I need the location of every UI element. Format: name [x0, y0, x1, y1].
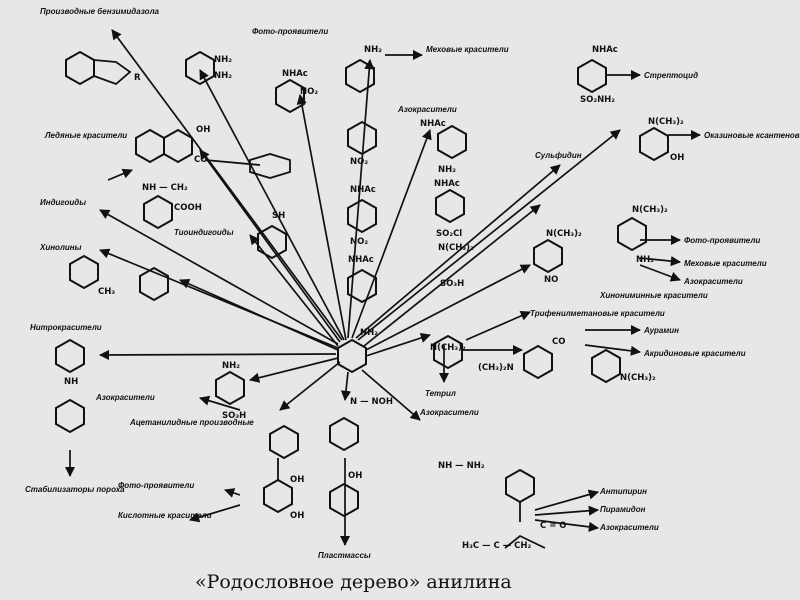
formula-oh-d: OH — [290, 511, 304, 521]
label-tetryl: Тетрил — [425, 389, 456, 398]
formula-co-b: CO — [552, 337, 565, 347]
label-azo-dyes-lower: Азокрасители — [599, 523, 659, 532]
formula-nch3-f: N(CH₃)₂ — [620, 373, 656, 383]
arrows — [64, 29, 621, 547]
label-thioindigoids: Тиоиндигоиды — [174, 228, 234, 237]
caption-text: «Родословное дерево» анилина — [195, 571, 512, 593]
label-ice-dyes: Ледяные красители — [44, 131, 127, 140]
label-photo-dev-low: Фото-проявители — [118, 481, 194, 490]
formula-oh-e: OH — [348, 471, 362, 481]
label-auramine: Аурамин — [643, 326, 679, 335]
label-triphenylmethane: Трифенилметановые красители — [530, 309, 665, 318]
formula-nh2-e: NH₂ — [636, 255, 654, 265]
label-photo-dev-right: Фото-проявители — [684, 236, 760, 245]
formula-h3c: H₃C — C — CH₂ — [462, 541, 532, 551]
formula-ch3: CH₃ — [98, 287, 115, 297]
formula-nh2-c: NH₂ — [364, 45, 382, 55]
central-aniline: NH₂ — [337, 328, 378, 374]
formula-nhac-a: NHAc — [282, 69, 308, 79]
label-oxazine-dyes: Оказиновые ксантеновые красители — [704, 131, 800, 140]
label-fur-dyes-top: Меховые красители — [426, 45, 509, 54]
label-sulfidine: Сульфидин — [535, 151, 582, 160]
formula-so3h-a: SO₃H — [440, 279, 464, 289]
label-quinone-imine: Хинониминные красители — [599, 291, 708, 300]
formula-ch3-2n: (CH₃)₂N — [478, 363, 514, 373]
label-photo-dev-top: Фото-проявители — [252, 27, 328, 36]
formula-no2-a: NO₂ — [300, 87, 318, 97]
central-nh2-text: NH₂ — [360, 328, 378, 338]
formula-nch3-a: N(CH₃)₂ — [648, 117, 684, 127]
label-azo-dyes-mid: Азокрасители — [419, 408, 479, 417]
formula-cooh: COOH — [174, 203, 202, 213]
category-labels: Производные бензимидазола Фото-проявител… — [25, 7, 800, 560]
formulas: NH₂ NH₂ R NHAc NO₂ NH₂ NHAc SO₂NH₂ N(CH₃… — [64, 45, 684, 551]
label-azo-dyes-right: Азокрасители — [683, 277, 743, 286]
formula-nh-nh2: NH — NH₂ — [438, 461, 485, 471]
label-benzimidazole: Производные бензимидазола — [40, 7, 160, 16]
side-arrows — [107, 49, 702, 532]
formula-no: NO — [544, 275, 558, 285]
formula-c-o: C = O — [540, 521, 567, 531]
formula-nh-ch2: NH — CH₂ — [142, 183, 188, 193]
formula-nh: NH — [64, 377, 78, 387]
formula-nhac-b: NHAc — [592, 45, 618, 55]
formula-nhac-d: NHAc — [350, 185, 376, 195]
formula-no2-c: NO₂ — [350, 237, 368, 247]
formula-oh-c: OH — [290, 475, 304, 485]
label-acetanilide: Ацетанилидные производные — [129, 418, 254, 427]
formula-nch3-d: N(CH₃)₂ — [632, 205, 668, 215]
label-stabilizers: Стабилизаторы пороха — [25, 485, 125, 494]
label-plastics: Пластмассы — [318, 551, 371, 560]
formula-nch3-b: N(CH₃)₂ — [438, 243, 474, 253]
formula-nh2-d: NH₂ — [438, 165, 456, 175]
formula-so3h-b: SO₃H — [222, 411, 246, 421]
formula-nhac-f: NHAc — [434, 179, 460, 189]
formula-co: CO — [194, 155, 207, 165]
label-acid-dyes: Кислотные красители — [118, 511, 212, 520]
formula-nh2-f: NH₂ — [222, 361, 240, 371]
label-acridine: Акридиновые красители — [643, 349, 746, 358]
formula-r: R — [134, 73, 141, 83]
formula-nch3-e: N(CH₃)₂ — [430, 343, 466, 353]
label-azo-dyes-top: Азокрасители — [397, 105, 457, 114]
label-streptocide: Стрептоцид — [644, 71, 698, 80]
label-antipyrine: Антипирин — [599, 487, 647, 496]
bonds — [93, 59, 546, 549]
label-nitro-dyes: Нитрокрасители — [30, 323, 102, 332]
formula-so2nh2: SO₂NH₂ — [580, 95, 615, 105]
formula-nch3-c: N(CH₃)₂ — [546, 229, 582, 239]
label-pyramidon: Пирамидон — [600, 505, 646, 514]
rings — [55, 50, 669, 518]
formula-n-nooh: N — NOH — [350, 397, 393, 407]
formula-nh2-b: NH₂ — [214, 71, 232, 81]
formula-nhac-e: NHAc — [348, 255, 374, 265]
label-fur-dyes-right: Меховые красители — [684, 259, 767, 268]
label-quinolines: Хинолины — [39, 243, 82, 252]
formula-so2cl: SO₂Cl — [436, 229, 462, 239]
label-azo-dyes-left: Азокрасители — [95, 393, 155, 402]
formula-nh2-a: NH₂ — [214, 55, 232, 65]
formula-nhac-c: NHAc — [420, 119, 446, 129]
formula-oh-a: OH — [670, 153, 684, 163]
formula-sh: SH — [272, 211, 285, 221]
label-indigoids: Индигоиды — [40, 198, 86, 207]
formula-no2-b: NO₂ — [350, 157, 368, 167]
formula-oh-b: OH — [196, 125, 210, 135]
